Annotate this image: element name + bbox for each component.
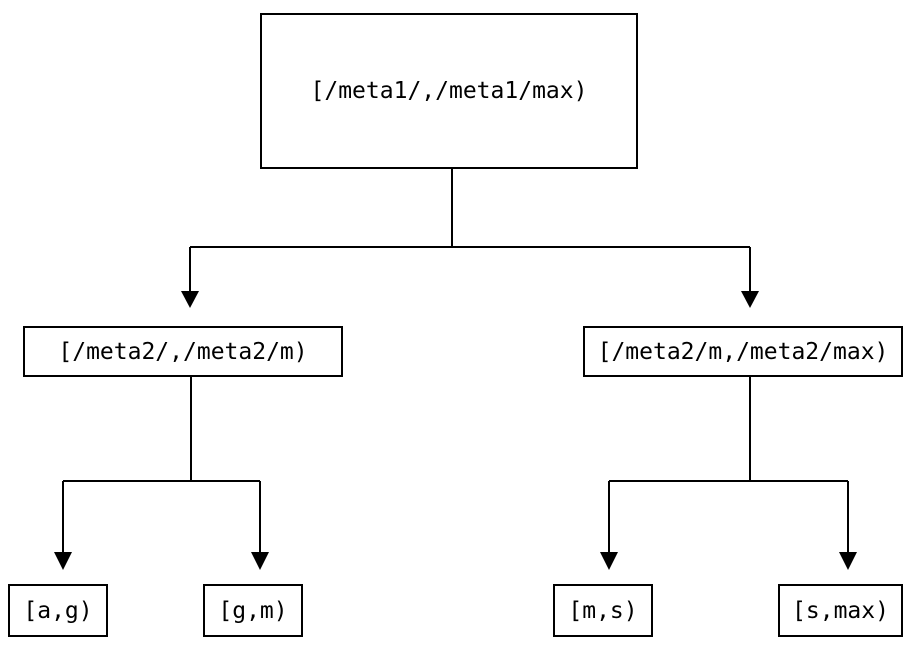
tree-node-leaf-a-g: [a,g): [8, 584, 108, 637]
tree-node-leaf-m-s: [m,s): [553, 584, 653, 637]
arrowhead-down-icon: [600, 552, 618, 570]
tree-node-leaf-m-s-label: [m,s): [568, 597, 638, 624]
tree-node-leaf-g-m: [g,m): [203, 584, 303, 637]
arrowhead-down-icon: [54, 552, 72, 570]
connector-right-child-to-leaves: [600, 377, 857, 570]
tree-node-left-child-label: [/meta2/,/meta2/m): [58, 338, 308, 365]
tree-node-right-child-label: [/meta2/m,/meta2/max): [597, 338, 889, 365]
arrowhead-down-icon: [181, 291, 199, 308]
arrowhead-down-icon: [251, 552, 269, 570]
tree-node-right-child: [/meta2/m,/meta2/max): [583, 326, 903, 377]
tree-node-root-label: [/meta1/,/meta1/max): [310, 78, 588, 104]
tree-node-leaf-s-max: [s,max): [778, 584, 903, 637]
connector-left-child-to-leaves: [54, 377, 269, 570]
tree-node-root: [/meta1/,/meta1/max): [260, 13, 638, 169]
connector-root-to-children: [181, 169, 759, 308]
tree-node-left-child: [/meta2/,/meta2/m): [23, 326, 343, 377]
tree-node-leaf-s-max-label: [s,max): [792, 597, 889, 624]
tree-node-leaf-a-g-label: [a,g): [23, 597, 93, 624]
arrowhead-down-icon: [839, 552, 857, 570]
tree-node-leaf-g-m-label: [g,m): [218, 597, 288, 624]
arrowhead-down-icon: [741, 291, 759, 308]
